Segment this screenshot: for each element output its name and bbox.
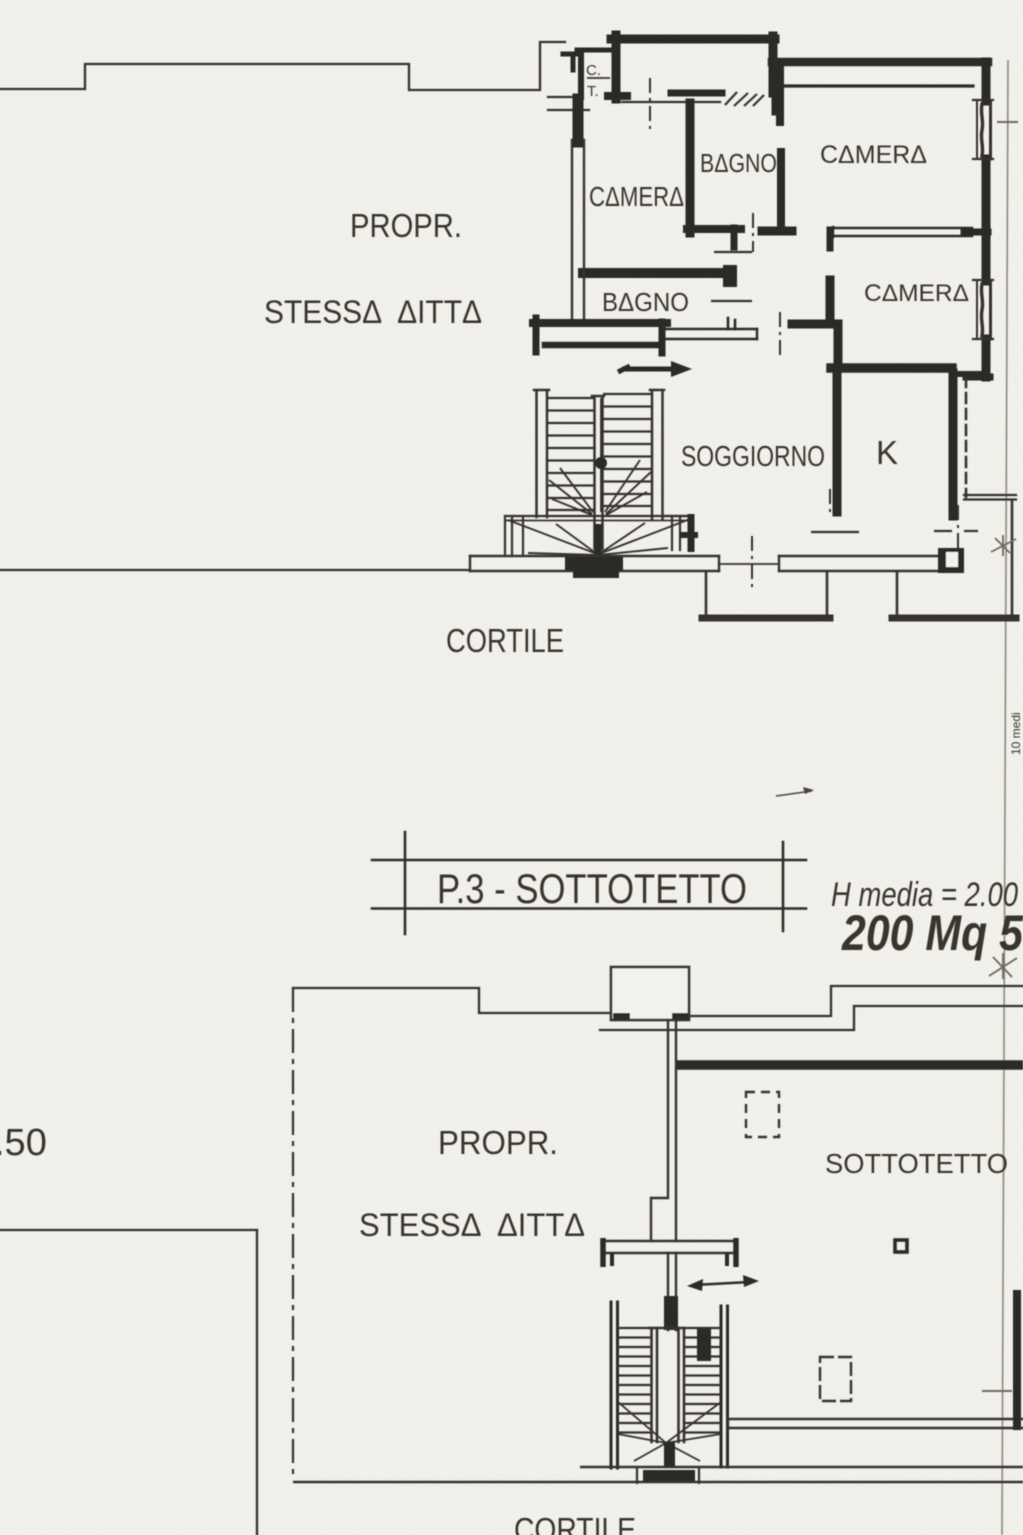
svg-text:BΔGNO: BΔGNO (700, 148, 777, 178)
svg-text:SOGGIORNO: SOGGIORNO (681, 441, 825, 473)
svg-text:C.: C. (586, 62, 601, 79)
svg-text:K: K (876, 434, 898, 471)
svg-text:STESSΔ ΔITTΔ: STESSΔ ΔITTΔ (359, 1207, 585, 1243)
svg-text:.50: .50 (0, 1122, 47, 1164)
svg-text:CΔMERΔ: CΔMERΔ (820, 141, 927, 169)
svg-text:BΔGNO: BΔGNO (602, 287, 689, 317)
svg-text:10 medi: 10 medi (1009, 712, 1023, 755)
svg-text:CORTILE: CORTILE (446, 622, 564, 659)
svg-text:CΔMERΔ: CΔMERΔ (589, 181, 684, 212)
svg-text:H media = 2.00: H media = 2.00 (831, 876, 1018, 914)
svg-text:T.: T. (587, 83, 599, 100)
svg-text:SOTTOTETTO: SOTTOTETTO (825, 1148, 1008, 1179)
svg-text:PROPR.: PROPR. (438, 1124, 558, 1161)
svg-text:200 Mq 5: 200 Mq 5 (841, 905, 1023, 961)
svg-text:CΔMERΔ: CΔMERΔ (864, 280, 969, 307)
svg-text:P.3 - SOTTOTETTO: P.3 - SOTTOTETTO (437, 865, 747, 912)
svg-text:STESSΔ ΔITTΔ: STESSΔ ΔITTΔ (264, 294, 482, 330)
svg-text:PROPR.: PROPR. (350, 207, 462, 244)
svg-text:CORTILE: CORTILE (514, 1511, 636, 1535)
